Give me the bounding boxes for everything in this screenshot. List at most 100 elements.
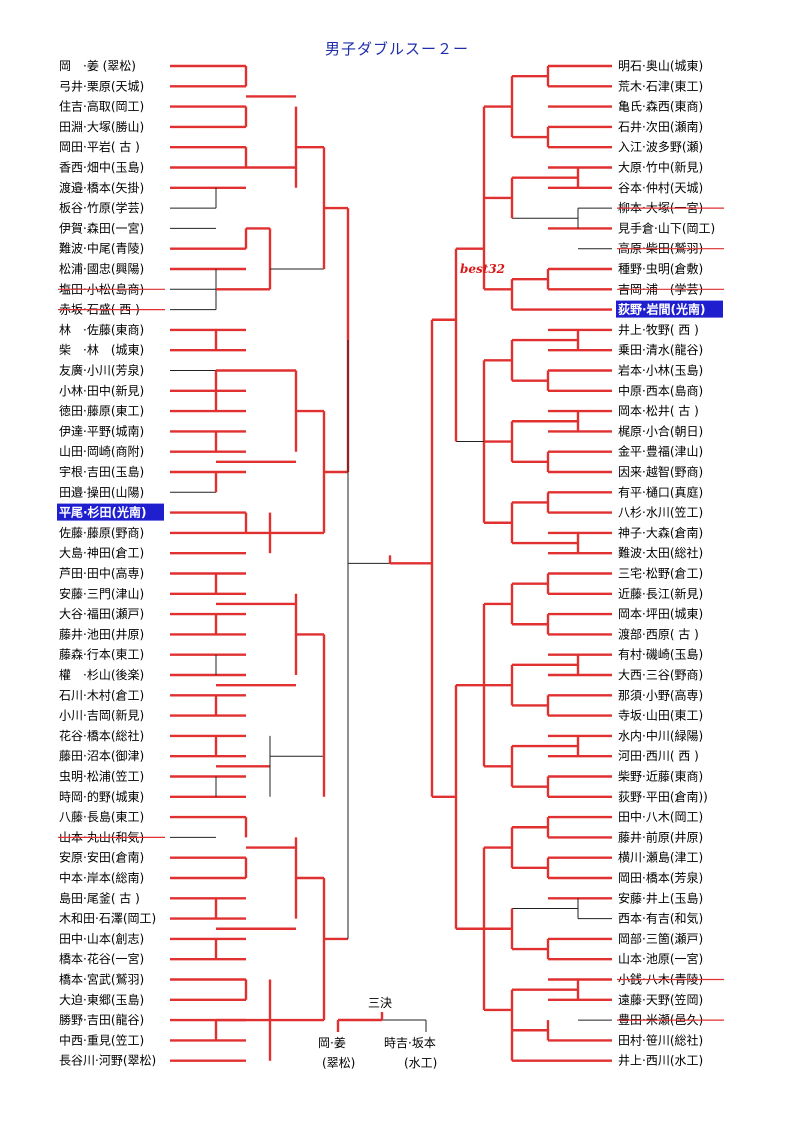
right-player-37: 荻野·平田(倉南)) <box>618 789 708 804</box>
left-player-2: 弓井·栗原(天城) <box>59 79 144 93</box>
left-player-48: 勝野·吉田(龍谷) <box>59 1012 144 1027</box>
left-player-47: 大迫·東郷(玉島) <box>59 992 144 1007</box>
left-player-24: 佐藤·藤原(野商) <box>59 525 144 540</box>
left-player-38: 八藤·長島(東工) <box>59 809 144 824</box>
left-player-41: 中本·岸本(総南) <box>59 870 144 885</box>
left-player-17: 小林·田中(新見) <box>59 383 144 398</box>
right-player-6: 大原·竹中(新見) <box>618 160 703 175</box>
left-player-31: 權 ·杉山(後楽) <box>59 668 144 682</box>
right-player-38: 田中·八木(岡工) <box>618 809 703 824</box>
left-player-9: 伊賀·森田(一宮) <box>59 220 144 235</box>
right-player-31: 大西·三谷(野商) <box>618 667 703 682</box>
right-player-15: 乗田·清水(龍谷) <box>618 342 703 357</box>
right-player-19: 梶原·小合(朝日) <box>618 423 703 438</box>
right-player-42: 安藤·井上(玉島) <box>618 890 703 905</box>
left-player-50: 長谷川·河野(翠松) <box>59 1054 156 1068</box>
right-player-20: 金平·豊福(津山) <box>618 444 703 459</box>
right-player-11: 種野·虫明(倉敷) <box>618 261 703 276</box>
right-player-25: 難波·太田(総社) <box>618 545 703 560</box>
third-place-left-school: (翠松) <box>322 1056 356 1070</box>
left-player-11: 松浦·國忠(興陽) <box>59 262 144 276</box>
best32-label: best32 <box>460 262 506 276</box>
right-player-16: 岩本·小林(玉島) <box>618 363 703 378</box>
left-player-25: 大島·神田(倉工) <box>59 545 144 560</box>
right-player-13: 荻野·岩間(光南) <box>618 302 706 317</box>
left-player-26: 芦田·田中(高専) <box>59 566 144 581</box>
right-player-32: 那須·小野(高専) <box>618 687 703 702</box>
left-player-23: 平尾·杉田(光南) <box>59 505 147 520</box>
right-player-23: 八杉·水川(笠工) <box>618 505 703 520</box>
right-player-36: 柴野·近藤(東商) <box>618 769 703 784</box>
third-place-right-name: 時吉·坂本 <box>384 1036 436 1050</box>
left-player-7: 渡邉·橋本(矢掛) <box>59 180 144 195</box>
third-place-left-name: 岡·姜 <box>318 1036 346 1050</box>
right-player-40: 横川·瀬島(津工) <box>618 850 703 865</box>
right-player-47: 遠藤·天野(笠岡) <box>618 992 703 1007</box>
right-player-7: 谷本·仲村(天城) <box>618 181 703 195</box>
right-player-5: 入江·波多野(瀬) <box>618 140 703 154</box>
left-player-10: 難波·中尾(青陵) <box>59 241 144 256</box>
right-player-1: 明石·奥山(城東) <box>618 59 703 73</box>
right-player-44: 岡部·三箇(瀬戸) <box>618 931 703 946</box>
left-player-29: 藤井·池田(井原) <box>59 627 144 641</box>
left-player-19: 伊達·平野(城南) <box>59 423 144 438</box>
left-player-28: 大谷·福田(瀬戸) <box>59 606 144 621</box>
left-player-15: 柴 ·林 (城東) <box>59 343 144 357</box>
right-player-45: 山本·池原(一宮) <box>618 951 703 966</box>
right-player-22: 有平·樋口(真庭) <box>618 484 703 499</box>
third-place-right-school: (水工) <box>404 1056 438 1070</box>
right-player-49: 田村·笹川(総社) <box>618 1032 703 1047</box>
left-player-42: 島田·尾釜( 古 ) <box>59 890 140 905</box>
left-player-46: 橋本·宮武(鷲羽) <box>59 972 144 987</box>
right-player-3: 亀氏·森西(東商) <box>618 99 703 114</box>
right-player-34: 水内·中川(緑陽) <box>618 728 703 743</box>
left-player-4: 田淵·大塚(勝山) <box>59 119 144 134</box>
right-player-28: 岡本·坪田(城東) <box>618 607 703 621</box>
right-player-35: 河田·西川( 西 ) <box>618 749 699 763</box>
right-player-33: 寺坂·山田(東工) <box>618 709 703 723</box>
left-player-1: 岡 ·姜 (翠松) <box>59 59 136 73</box>
left-player-40: 安原·安田(倉南) <box>59 850 144 865</box>
left-player-22: 田邉·操田(山陽) <box>59 484 144 499</box>
right-player-21: 因来·越智(野商) <box>618 464 703 479</box>
left-player-43: 木和田·石澤(岡工) <box>59 912 156 926</box>
right-player-18: 岡本·松井( 古 ) <box>618 403 699 418</box>
right-player-17: 中原·西本(島商) <box>618 383 703 398</box>
right-player-26: 三宅·松野(倉工) <box>618 566 703 581</box>
left-player-35: 藤田·沼本(御津) <box>59 748 144 763</box>
left-player-14: 林 ·佐藤(東商) <box>59 322 144 337</box>
right-player-43: 西本·有吉(和気) <box>618 911 703 926</box>
left-player-3: 住吉·高取(岡工) <box>59 99 144 114</box>
right-player-9: 見手倉·山下(岡工) <box>618 220 715 235</box>
left-player-8: 板谷·竹原(学芸) <box>59 200 144 215</box>
right-player-2: 荒木·石津(東工) <box>618 79 703 93</box>
left-player-6: 香西·畑中(玉島) <box>59 160 144 175</box>
left-player-49: 中西·重見(笠工) <box>59 1032 144 1047</box>
left-player-21: 宇根·吉田(玉島) <box>59 464 144 479</box>
right-player-4: 石井·次田(瀬南) <box>618 119 703 134</box>
highlight-box <box>616 300 723 318</box>
left-player-16: 友廣·小川(芳泉) <box>59 364 144 378</box>
left-player-34: 花谷·橋本(総社) <box>59 728 144 743</box>
highlight-box <box>57 503 164 521</box>
right-player-14: 井上·牧野( 西 ) <box>618 323 699 337</box>
right-player-41: 岡田·橋本(芳泉) <box>618 871 703 885</box>
left-player-45: 橋本·花谷(一宮) <box>59 951 144 966</box>
left-player-27: 安藤·三門(津山) <box>59 586 144 601</box>
right-player-30: 有村·磯崎(玉島) <box>618 647 703 662</box>
right-player-39: 藤井·前原(井原) <box>618 829 703 844</box>
right-player-29: 渡部·西原( 古 ) <box>618 626 699 641</box>
page-title: 男子ダブルスー２ー <box>324 40 469 58</box>
third-place-label: 三決 <box>368 996 393 1010</box>
left-player-5: 岡田·平岩( 古 ) <box>59 139 140 154</box>
left-player-20: 山田·岡崎(商附) <box>59 444 144 459</box>
left-player-32: 石川·木村(倉工) <box>59 687 144 702</box>
left-player-44: 田中·山本(創志) <box>59 931 144 946</box>
left-player-18: 徳田·藤原(東工) <box>59 403 144 418</box>
right-player-24: 神子·大森(倉南) <box>618 525 703 540</box>
right-player-50: 井上·西川(水工) <box>618 1054 703 1068</box>
left-player-30: 藤森·行本(東工) <box>59 647 144 662</box>
left-player-37: 時岡·的野(城東) <box>59 789 144 804</box>
left-player-33: 小川·吉岡(新見) <box>59 708 144 723</box>
